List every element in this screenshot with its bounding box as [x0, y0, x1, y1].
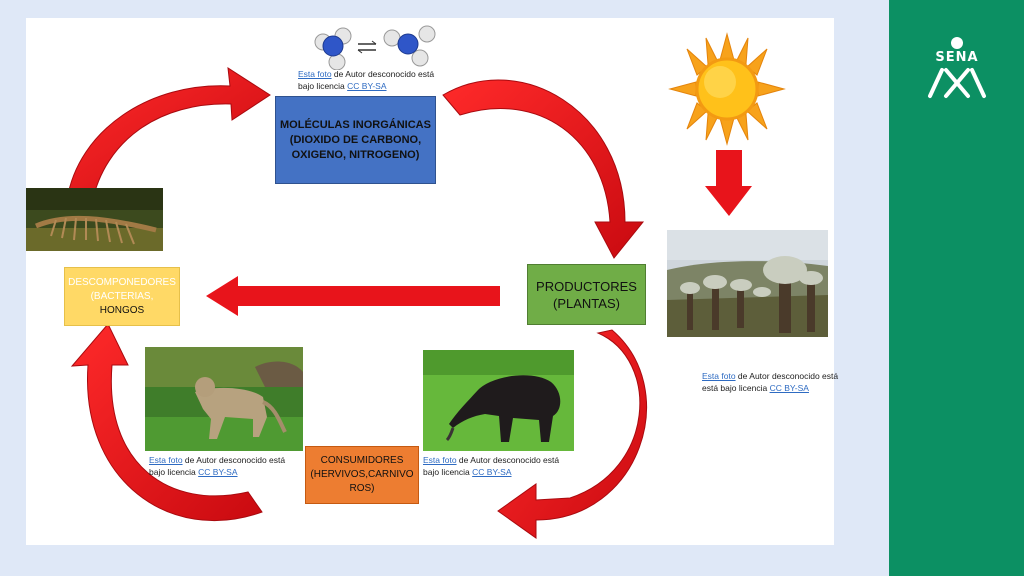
ammonia-molecule-left [314, 27, 352, 70]
sena-logo-icon [928, 37, 986, 98]
arrow-molecules-to-producers [442, 79, 645, 259]
brand-sidebar [889, 0, 1024, 576]
credit-photo-link[interactable]: Esta foto [423, 455, 457, 465]
sena-logo-text: SENA [935, 50, 979, 65]
arrow-consumers-to-decomposers [70, 323, 263, 521]
credit-molecules: Esta foto de Autor desconocido está bajo… [298, 69, 435, 91]
credit-license-link[interactable]: CC BY-SA [769, 383, 809, 393]
credit-frailejones: Esta foto de Autor desconocido está está… [702, 371, 839, 393]
decomposers-box: DESCOMPONEDORES (BACTERIAS, HONGOS [64, 267, 180, 326]
credit-photo-link[interactable]: Esta foto [298, 69, 332, 79]
arrow-producers-to-decomposers [206, 276, 500, 316]
puma-photo [145, 347, 303, 451]
arrow-sun-to-plants [705, 150, 752, 216]
molecules-image [314, 25, 436, 70]
molecules-box: MOLÉCULAS INORGÁNICAS (DIOXIDO DE CARBON… [275, 96, 436, 184]
decomposing-carcass-photo [26, 188, 163, 251]
tapir-photo [423, 350, 574, 451]
arrow-decomposers-to-molecules [66, 67, 271, 204]
sena-logo: SENA [922, 36, 992, 102]
cycle-arrows [66, 67, 752, 539]
frailejones-plants-photo [667, 230, 828, 337]
equilibrium-arrows-icon [357, 40, 377, 54]
credit-license-link[interactable]: CC BY-SA [472, 467, 512, 477]
sun-icon [668, 32, 786, 146]
ammonia-molecule-right [383, 25, 436, 67]
credit-license-link[interactable]: CC BY-SA [347, 81, 387, 91]
credit-tapir: Esta foto de Autor desconocido está bajo… [423, 455, 560, 477]
producers-box: PRODUCTORES (PLANTAS) [527, 264, 646, 325]
arrow-producers-to-consumers [497, 329, 647, 539]
credit-photo-link[interactable]: Esta foto [149, 455, 183, 465]
credit-puma: Esta foto de Autor desconocido está bajo… [149, 455, 286, 477]
consumers-box: CONSUMIDORES (HERVIVOS,CARNIVO ROS) [305, 446, 419, 504]
credit-photo-link[interactable]: Esta foto [702, 371, 736, 381]
credit-license-link[interactable]: CC BY-SA [198, 467, 238, 477]
